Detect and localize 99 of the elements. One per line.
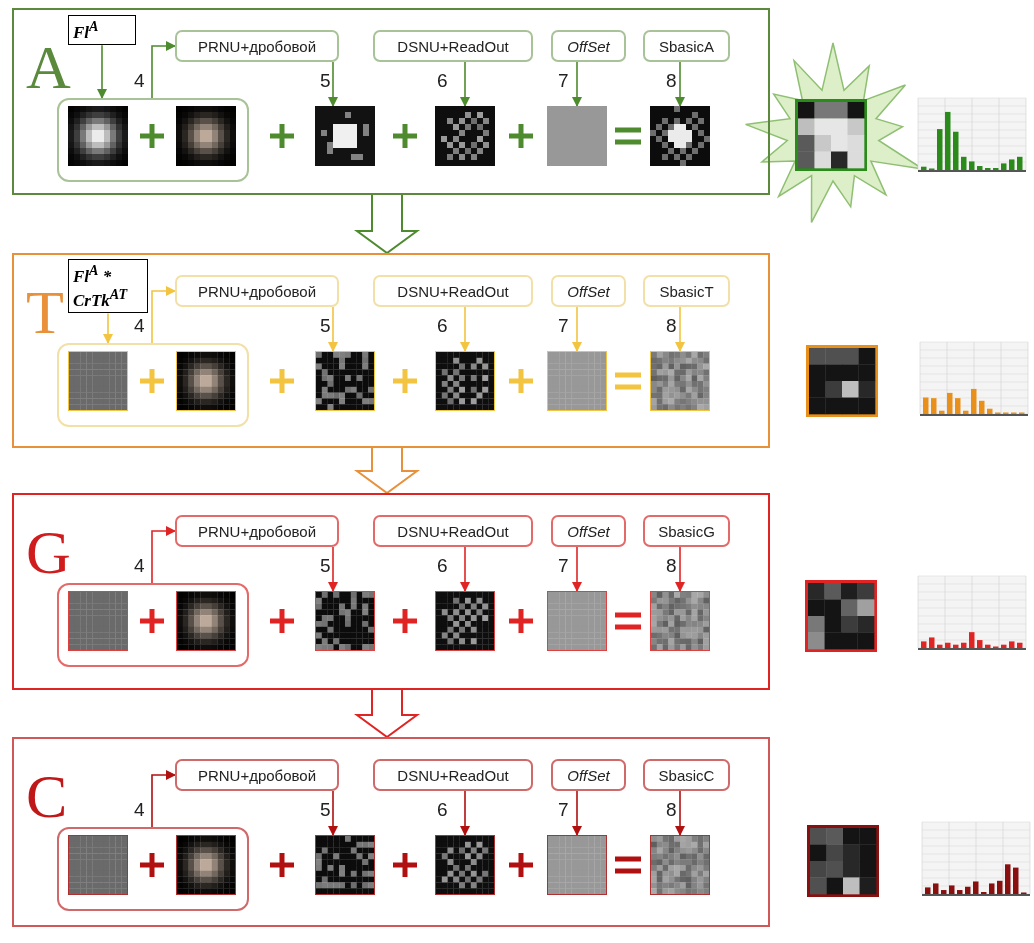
pixel-image	[435, 835, 495, 895]
arrow	[572, 306, 582, 352]
channel-panel	[12, 737, 770, 927]
callout-number: 6	[437, 71, 448, 90]
callout-number: 4	[134, 800, 145, 819]
pixel-image	[650, 835, 710, 895]
pixel-image	[68, 591, 128, 651]
noise-label-box: DSNU+ReadOut	[373, 515, 533, 547]
pixel-image	[315, 351, 375, 411]
arrow	[675, 790, 685, 836]
callout-number: 5	[320, 556, 331, 575]
arrow	[151, 770, 176, 828]
formula-box: Fl$^{A}$ * CrTk$^{AT}$	[68, 259, 148, 314]
pixel-image	[176, 351, 236, 411]
pixel-image	[435, 106, 495, 166]
pixel-image	[176, 591, 236, 651]
arrow	[675, 306, 685, 352]
callout-number: 6	[437, 556, 448, 575]
callout-number: 5	[320, 316, 331, 335]
pixel-image	[547, 106, 607, 166]
pixel-image	[547, 591, 607, 651]
arrow	[675, 546, 685, 592]
offset-label-box: OffSet	[551, 759, 626, 791]
arrow	[151, 526, 176, 584]
channel-panel	[12, 493, 770, 690]
callout-number: 5	[320, 71, 331, 90]
arrow	[328, 546, 338, 592]
arrow	[572, 61, 582, 107]
arrow	[328, 61, 338, 107]
arrow	[328, 306, 338, 352]
callout-number: 4	[134, 316, 145, 335]
block-arrow	[353, 447, 421, 495]
pixel-image	[650, 591, 710, 651]
pixel-image	[315, 835, 375, 895]
pixel-image	[650, 351, 710, 411]
image-group-frame	[57, 98, 249, 182]
noise-label-box: PRNU+дробовой	[175, 275, 339, 307]
arrow	[151, 41, 176, 99]
arrow	[460, 790, 470, 836]
image-group-frame	[57, 827, 249, 911]
pixel-image	[68, 106, 128, 166]
channel-panel	[12, 253, 770, 448]
arrow	[103, 312, 113, 344]
callout-number: 4	[134, 556, 145, 575]
panel-letter: C	[26, 765, 68, 827]
arrow	[460, 546, 470, 592]
callout-number: 7	[558, 556, 569, 575]
noise-label-box: DSNU+ReadOut	[373, 759, 533, 791]
pixel-image	[176, 106, 236, 166]
arrow	[572, 790, 582, 836]
pixel-image	[68, 351, 128, 411]
arrow	[328, 790, 338, 836]
pixel-image	[435, 591, 495, 651]
noise-label-box: DSNU+ReadOut	[373, 30, 533, 62]
image-group-frame	[57, 343, 249, 427]
noise-label-box: PRNU+дробовой	[175, 759, 339, 791]
panel-letter: A	[26, 36, 71, 98]
block-arrow	[353, 194, 421, 255]
pixel-image	[547, 835, 607, 895]
offset-label-box: OffSet	[551, 30, 626, 62]
pixel-image	[547, 351, 607, 411]
arrow	[97, 44, 107, 99]
pixel-image	[176, 835, 236, 895]
callout-number: 6	[437, 316, 448, 335]
callout-number: 6	[437, 800, 448, 819]
image-group-frame	[57, 583, 249, 667]
result-label-box: SbasicG	[643, 515, 730, 547]
pixel-image	[315, 106, 375, 166]
callout-number: 7	[558, 316, 569, 335]
callout-number: 8	[666, 556, 677, 575]
arrow	[460, 306, 470, 352]
pixel-image	[650, 106, 710, 166]
result-label-box: SbasicC	[643, 759, 730, 791]
offset-label-box: OffSet	[551, 275, 626, 307]
arrow	[572, 546, 582, 592]
result-label-box: SbasicA	[643, 30, 730, 62]
callout-number: 8	[666, 316, 677, 335]
callout-number: 8	[666, 71, 677, 90]
callout-number: 7	[558, 800, 569, 819]
arrow	[151, 286, 176, 344]
pixel-image	[68, 835, 128, 895]
formula-box: Fl$^{A}$	[68, 15, 136, 46]
noise-label-box: DSNU+ReadOut	[373, 275, 533, 307]
pixel-image	[435, 351, 495, 411]
result-label-box: SbasicT	[643, 275, 730, 307]
panel-letter: G	[26, 521, 71, 583]
block-arrow	[353, 689, 421, 739]
callout-number: 7	[558, 71, 569, 90]
noise-label-box: PRNU+дробовой	[175, 515, 339, 547]
noise-label-box: PRNU+дробовой	[175, 30, 339, 62]
channel-panel	[12, 8, 770, 195]
panel-letter: T	[26, 281, 64, 343]
offset-label-box: OffSet	[551, 515, 626, 547]
callout-number: 4	[134, 71, 145, 90]
callout-number: 8	[666, 800, 677, 819]
callout-number: 5	[320, 800, 331, 819]
arrow	[675, 61, 685, 107]
pixel-image	[315, 591, 375, 651]
arrow	[460, 61, 470, 107]
